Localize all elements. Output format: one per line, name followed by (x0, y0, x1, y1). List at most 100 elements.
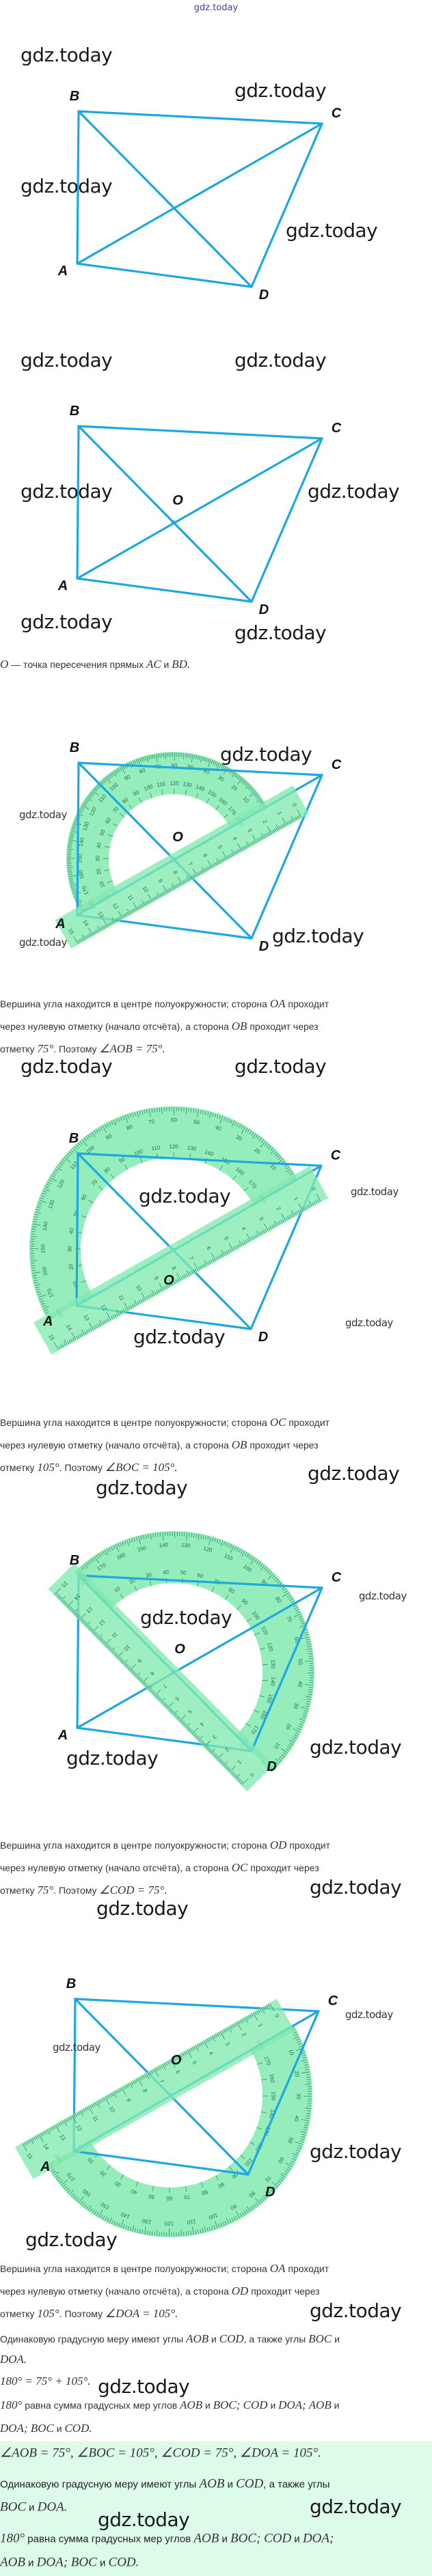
figure-6: 0180101702016030150401405013060120701108… (14, 1976, 338, 2237)
math-run: 180° (0, 2531, 25, 2546)
watermark-text: gdz.today (21, 611, 113, 633)
protractor-inner-label: 150 (270, 2091, 276, 2101)
text-line: отметку 75°. Поэтому ∠COD = 75°. (0, 1884, 167, 1897)
ruler-number: 0 (310, 1186, 317, 1192)
point-label-d: D (267, 1759, 276, 1774)
text-line: Вершина угла находится в центре полуокру… (0, 2262, 329, 2276)
watermark-text: gdz.today (310, 2495, 402, 2518)
watermark-text: gdz.today (310, 1876, 402, 1899)
text-run: . Поэтому (53, 1885, 100, 1896)
point-label-c: C (332, 421, 342, 436)
math-run: O (0, 658, 9, 671)
protractor-inner-label: 30 (94, 855, 100, 862)
watermark-text: gdz.today (21, 175, 113, 197)
protractor-outer-label: 150 (40, 1244, 46, 1253)
ruler-number: 9 (157, 878, 163, 884)
ruler-ticks (73, 809, 302, 944)
text-run: и (331, 2400, 340, 2411)
text-run: и (26, 2502, 38, 2514)
text-line: DOA; BOC и COD. (0, 2422, 92, 2435)
ruler-number: 1 (276, 811, 283, 817)
watermark-text: gdz.today (310, 2299, 402, 2322)
ruler-number: 7 (187, 861, 193, 867)
protractor-outer-label: 50 (297, 1659, 304, 1666)
math-run: BOC (308, 2332, 332, 2345)
protractor-outer-label: 70 (148, 1118, 155, 1125)
text-line: DOA. (0, 2353, 27, 2366)
protractor-inner-label: 130 (187, 1145, 197, 1152)
protractor-outer-label: 40 (297, 1681, 303, 1688)
point-label-o: O (172, 830, 183, 845)
ruler-number: 6 (174, 1696, 180, 1703)
watermark-text: gdz.today (96, 1476, 188, 1499)
watermark-text: gdz.today (351, 1186, 399, 1198)
watermark-text: gdz.today (220, 743, 312, 766)
text-line: 180° равна сумма градусных мер углов AOB… (0, 2398, 339, 2412)
watermark-text: gdz.today (234, 79, 327, 102)
point-label-d: D (259, 602, 269, 617)
protractor-outer-label: 40 (202, 768, 211, 776)
text-run: проходит (286, 1840, 330, 1851)
protractor-inner-label: 100 (143, 783, 154, 792)
watermark-text: gdz.today (345, 1317, 393, 1329)
quadrilateral (76, 425, 323, 603)
text-run: проходит через (248, 2286, 320, 2297)
text-run: равна сумма градусных мер углов (22, 2400, 180, 2411)
protractor-arc (46, 2025, 312, 2237)
watermark-text: gdz.today (308, 1462, 400, 1485)
text-run: Вершина угла находится в центре полуокру… (0, 998, 270, 1009)
protractor-outer-label: 140 (159, 1542, 169, 1549)
ruler-number: 3 (211, 1733, 218, 1740)
text-run: через нулевую отметку (начало отсчёта), … (0, 1021, 232, 1032)
segment-BC (77, 1574, 323, 1589)
protractor-outer-label: 150 (137, 1545, 148, 1553)
point-label-d: D (265, 2185, 275, 2200)
text-line: Вершина угла находится в центре полуокру… (0, 1838, 330, 1852)
text-run: равна сумма градусных мер углов (25, 2533, 194, 2545)
ruler-number: 7 (161, 1683, 168, 1690)
protractor-inner-label: 130 (183, 781, 193, 788)
watermark-text: gdz.today (139, 1185, 231, 1207)
protractor-inner-label: 120 (170, 780, 179, 786)
ruler-number: 8 (148, 1670, 155, 1677)
math-run: COD (236, 2476, 264, 2491)
protractor-inner-label: 10 (72, 1280, 80, 1288)
text-line: Одинаковую градусную меру имеют углы AOB… (0, 2332, 340, 2346)
text-run: и (25, 2557, 37, 2569)
point-o-dot (172, 520, 176, 524)
point-label-d: D (258, 1330, 268, 1345)
text-run: — точка пересечения прямых (8, 659, 146, 670)
point-label-b: B (70, 89, 79, 104)
point-label-d: D (259, 288, 269, 303)
protractor-outer-label: 80 (138, 767, 146, 775)
text-run: проходит через (247, 1862, 319, 1873)
protractor: 0180101702016030150401405013060120701108… (29, 1106, 298, 1321)
math-run: OB (231, 1020, 247, 1033)
text-line: Одинаковую градусную меру имеют углы AOB… (0, 2476, 329, 2492)
ruler-number: 2 (224, 1746, 230, 1753)
protractor-inner-label: 50 (98, 828, 107, 837)
protractor-inner-label: 50 (148, 2193, 155, 2200)
protractor-inner-label: 30 (66, 1246, 72, 1252)
text-run: проходит (285, 998, 329, 1009)
text-run: Одинаковую градусную меру имеют углы (0, 2334, 187, 2344)
watermark-text: gdz.today (53, 2041, 100, 2054)
point-label-c: C (332, 106, 342, 121)
math-run: AOB (193, 2531, 219, 2546)
math-run: ∠COD = 75°. (99, 1884, 167, 1896)
ruler-number: 2 (275, 1206, 282, 1212)
point-label-c: C (332, 1570, 342, 1585)
protractor-outer-label: 50 (193, 1119, 200, 1126)
text-line: O — точка пересечения прямых AC и BD. (0, 658, 190, 671)
text-run: и (53, 2423, 65, 2434)
math-run: ∠DOA = 105°. (105, 2307, 178, 2320)
protractor-inner-label: 160 (268, 2073, 275, 2084)
protractor-inner-label: 80 (200, 2189, 208, 2197)
text-run: и (202, 2400, 213, 2411)
text-line: BOC и DOA. (0, 2500, 68, 2515)
site-link[interactable]: gdz.today (193, 3, 239, 13)
math-run: COD. (108, 2555, 139, 2570)
text-line: через нулевую отметку (начало отсчёта), … (0, 1861, 319, 1875)
